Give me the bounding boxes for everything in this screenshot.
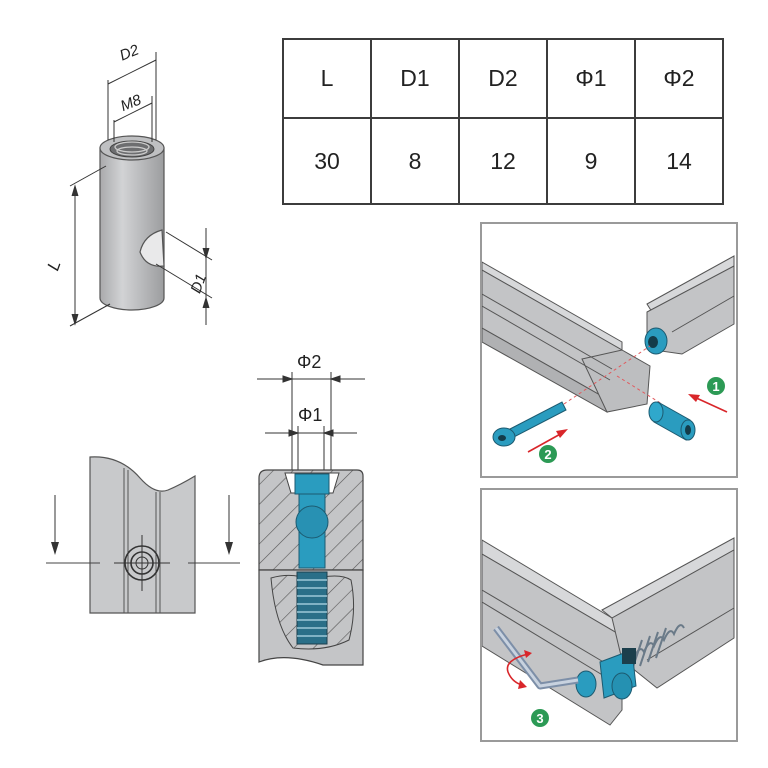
section-arrow-right-icon [225, 495, 233, 555]
spec-table-value-row: 30 8 12 9 14 [282, 117, 724, 205]
header-cell-phi2: Φ2 [634, 38, 724, 119]
step-2-badge: 2 [539, 445, 557, 463]
right-profile [646, 255, 735, 355]
d1-label: D1 [188, 272, 211, 296]
profile-front-view [46, 456, 240, 614]
assembly-illustration-tighten: 3 [481, 537, 735, 727]
assembly-step-panel-2: 3 [480, 488, 738, 742]
dowel-body [99, 135, 165, 311]
value-cell-d1: 8 [370, 117, 460, 205]
cross-section-view: Φ2 Φ1 [257, 352, 365, 666]
m8-dimension [113, 96, 153, 142]
left-profile [481, 261, 651, 413]
spec-table-header-row: L D1 D2 Φ1 Φ2 [282, 38, 724, 119]
assembly-step-panel-1: 1 2 [480, 222, 738, 478]
phi1-dimension [265, 426, 357, 470]
profile-body [89, 456, 196, 614]
insert-arrow-step1-icon [688, 394, 728, 413]
cap-screw [492, 401, 567, 447]
header-cell-d2: D2 [458, 38, 548, 119]
cross-dowel [648, 401, 696, 441]
alignment-guide-lines [563, 345, 663, 405]
phi2-dimension [257, 372, 365, 470]
step-1-badge: 1 [707, 377, 725, 395]
rotation-arrow-icon [506, 650, 532, 689]
step-3-badge: 3 [531, 709, 549, 727]
l-label: L [43, 258, 64, 273]
spec-table: L D1 D2 Φ1 Φ2 30 8 12 9 14 [282, 38, 724, 205]
svg-text:2: 2 [544, 447, 551, 462]
section-arrow-left-icon [51, 495, 59, 555]
l-dimension [69, 165, 111, 327]
threaded-insert [644, 327, 668, 355]
svg-text:3: 3 [536, 711, 543, 726]
d2-dimension [107, 52, 157, 140]
right-profile [601, 537, 735, 689]
d2-label: D2 [117, 41, 142, 64]
threaded-dowel-drawing: D2 M8 L D1 [43, 41, 213, 327]
screw-section [294, 473, 330, 645]
value-cell-phi2: 14 [634, 117, 724, 205]
assembly-illustration-insert: 1 2 [481, 255, 735, 463]
phi1-label: Φ1 [298, 405, 322, 425]
svg-text:1: 1 [712, 379, 719, 394]
header-cell-phi1: Φ1 [546, 38, 636, 119]
value-cell-phi1: 9 [546, 117, 636, 205]
value-cell-d2: 12 [458, 117, 548, 205]
d1-dimension [155, 228, 213, 325]
value-cell-l: 30 [282, 117, 372, 205]
spring [631, 624, 685, 671]
hole-symbol [114, 535, 170, 591]
m8-label: M8 [118, 91, 144, 115]
hex-key [493, 625, 579, 690]
connector-assembly [575, 648, 637, 700]
insert-arrow-step2-icon [527, 429, 568, 453]
phi2-label: Φ2 [297, 352, 321, 372]
header-cell-l: L [282, 38, 372, 119]
header-cell-d1: D1 [370, 38, 460, 119]
